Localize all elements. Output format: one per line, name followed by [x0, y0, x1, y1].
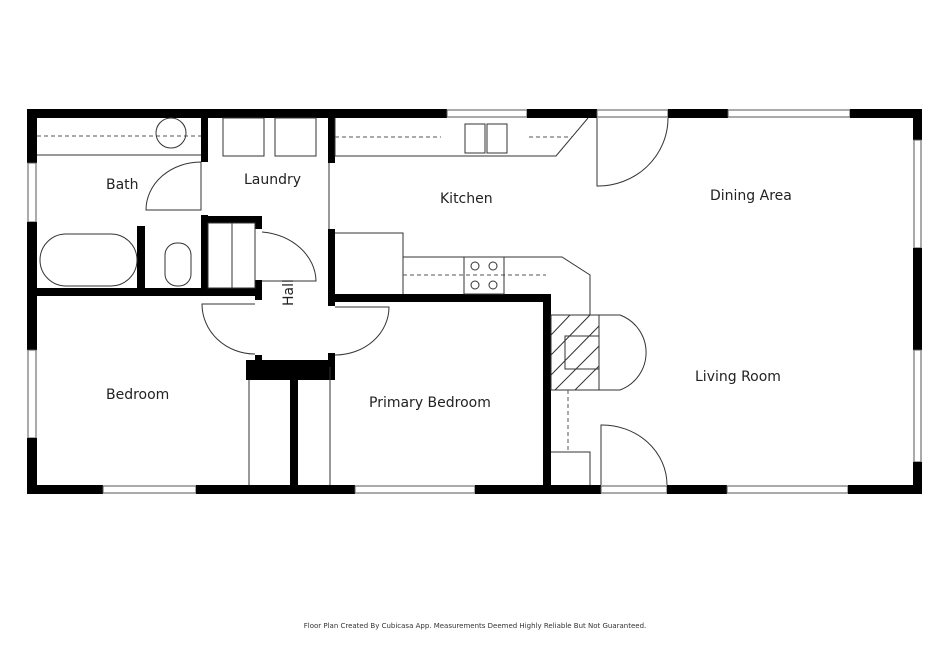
footer-disclaimer: Floor Plan Created By Cubicasa App. Meas…	[303, 622, 647, 630]
closet-door-icon	[261, 231, 317, 282]
label-primary-bedroom: Primary Bedroom	[369, 395, 491, 411]
back-door-icon	[600, 424, 668, 486]
bathtub-icon	[39, 233, 138, 287]
label-dining: Dining Area	[710, 188, 792, 204]
exterior-walls	[27, 109, 922, 494]
stove-icon	[463, 256, 505, 295]
kitchen-sink-icon	[464, 123, 486, 154]
label-living: Living Room	[695, 369, 781, 385]
primary-door-icon	[334, 306, 390, 356]
bedroom-door-icon	[201, 303, 256, 355]
fireplace-icon	[550, 314, 647, 391]
bath-door-icon	[145, 161, 202, 211]
label-bedroom: Bedroom	[106, 387, 169, 403]
sink-icon	[155, 117, 187, 149]
room-labels: Bath Laundry Kitchen Dining Area Hall Be…	[106, 172, 792, 411]
label-kitchen: Kitchen	[440, 191, 493, 207]
label-hall: Hall	[281, 279, 297, 306]
interior-walls	[37, 118, 551, 494]
dryer-icon	[274, 117, 317, 157]
label-laundry: Laundry	[244, 172, 301, 188]
label-bath: Bath	[106, 177, 139, 193]
front-door-icon	[596, 117, 669, 187]
toilet-icon	[164, 242, 192, 287]
washer-icon	[222, 117, 265, 157]
fixtures	[37, 117, 669, 486]
